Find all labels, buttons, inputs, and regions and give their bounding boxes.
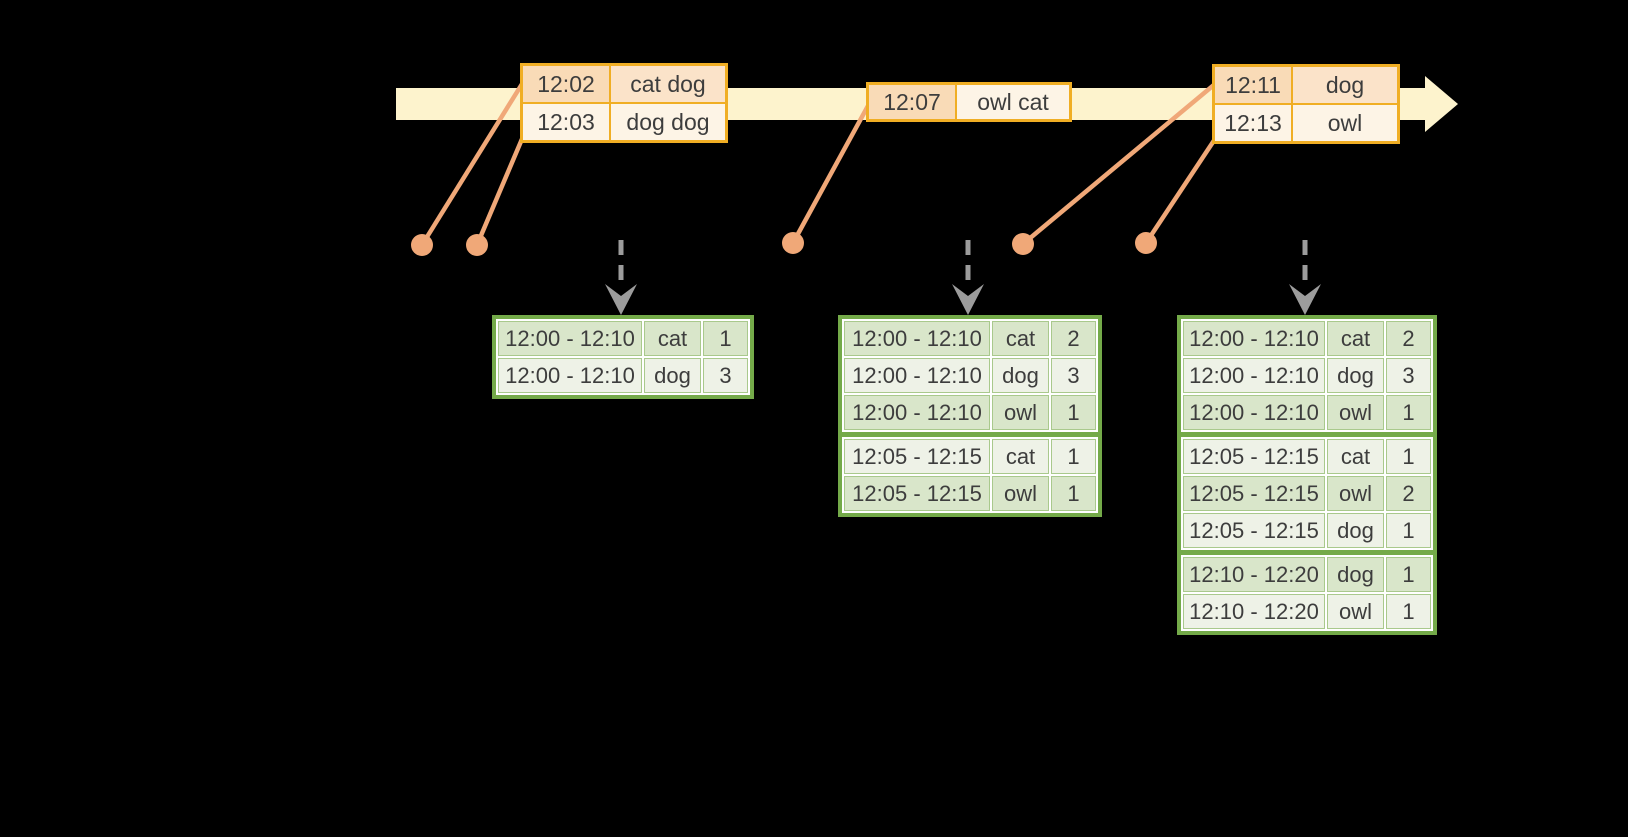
word-cell: dog [644, 358, 701, 393]
word-cell: cat [1327, 439, 1384, 474]
window-group-separator [842, 432, 1098, 437]
window-cell: 12:05 - 12:15 [1183, 476, 1325, 511]
event-time-cell: 12:03 [523, 104, 609, 140]
window-cell: 12:10 - 12:20 [1183, 594, 1325, 629]
event-time-dot [411, 234, 433, 256]
word-cell: cat [992, 321, 1049, 356]
event-time-dot [466, 234, 488, 256]
count-cell: 2 [1386, 321, 1431, 356]
event-connector-line [1144, 137, 1217, 245]
event-time-dot [1012, 233, 1034, 255]
word-cell: owl [992, 476, 1049, 511]
window-cell: 12:00 - 12:10 [1183, 395, 1325, 430]
count-cell: 1 [1051, 395, 1096, 430]
window-cell: 12:05 - 12:15 [844, 476, 990, 511]
count-cell: 1 [1386, 513, 1431, 548]
window-cell: 12:10 - 12:20 [1183, 557, 1325, 592]
event-time-dot [782, 232, 804, 254]
window-cell: 12:00 - 12:10 [1183, 358, 1325, 393]
event-time-cell: 12:11 [1215, 67, 1291, 103]
window-cell: 12:05 - 12:15 [844, 439, 990, 474]
event-words-cell: dog [1293, 67, 1397, 103]
word-cell: owl [1327, 476, 1384, 511]
window-cell: 12:00 - 12:10 [1183, 321, 1325, 356]
window-cell: 12:00 - 12:10 [498, 358, 642, 393]
event-connector-line [420, 82, 524, 247]
window-cell: 12:00 - 12:10 [844, 395, 990, 430]
word-cell: dog [1327, 557, 1384, 592]
trigger-arrows [605, 240, 1321, 315]
count-cell: 2 [1386, 476, 1431, 511]
word-cell: cat [992, 439, 1049, 474]
window-cell: 12:05 - 12:15 [1183, 513, 1325, 548]
trigger-arrowhead-icon [1289, 284, 1321, 315]
event-connector-line [791, 102, 871, 245]
count-cell: 3 [1051, 358, 1096, 393]
event-time-dot [1135, 232, 1157, 254]
count-cell: 1 [703, 321, 748, 356]
word-cell: owl [992, 395, 1049, 430]
word-cell: cat [644, 321, 701, 356]
count-cell: 1 [1386, 594, 1431, 629]
window-group-separator [1181, 432, 1433, 437]
event-time-cell: 12:07 [869, 85, 955, 119]
window-cell: 12:00 - 12:10 [844, 321, 990, 356]
event-connector-line [1021, 82, 1217, 246]
event-words-cell: owl cat [957, 85, 1069, 119]
event-connector-line [474, 138, 525, 246]
count-cell: 1 [1051, 439, 1096, 474]
window-cell: 12:00 - 12:10 [844, 358, 990, 393]
window-cell: 12:05 - 12:15 [1183, 439, 1325, 474]
event-words-cell: cat dog [611, 66, 725, 102]
word-cell: dog [992, 358, 1049, 393]
trigger-arrowhead-icon [952, 284, 984, 315]
word-cell: dog [1327, 513, 1384, 548]
event-connectors [411, 82, 1217, 256]
count-cell: 1 [1051, 476, 1096, 511]
count-cell: 3 [1386, 358, 1431, 393]
event-words-cell: dog dog [611, 104, 725, 140]
event-time-cell: 12:13 [1215, 105, 1291, 141]
count-cell: 1 [1386, 439, 1431, 474]
count-cell: 1 [1386, 557, 1431, 592]
event-words-cell: owl [1293, 105, 1397, 141]
word-cell: owl [1327, 395, 1384, 430]
window-group-separator [1181, 550, 1433, 555]
word-cell: cat [1327, 321, 1384, 356]
count-cell: 2 [1051, 321, 1096, 356]
count-cell: 1 [1386, 395, 1431, 430]
trigger-arrowhead-icon [605, 284, 637, 315]
window-cell: 12:00 - 12:10 [498, 321, 642, 356]
word-cell: owl [1327, 594, 1384, 629]
count-cell: 3 [703, 358, 748, 393]
event-time-cell: 12:02 [523, 66, 609, 102]
word-cell: dog [1327, 358, 1384, 393]
timeline-arrowhead-icon [1425, 76, 1458, 132]
